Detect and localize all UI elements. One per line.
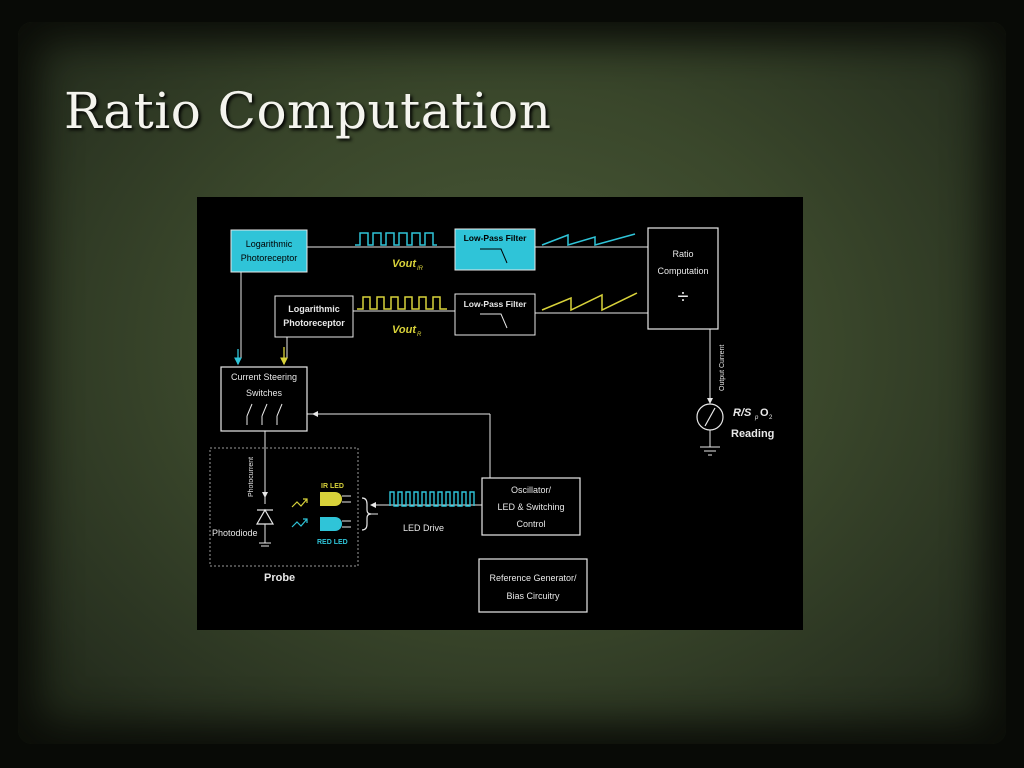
svg-text:Logarithmic: Logarithmic (288, 304, 340, 314)
svg-text:Computation: Computation (657, 266, 708, 276)
light-arrow-icon-red (291, 518, 308, 528)
probe-enclosure (209, 447, 359, 567)
pulse-train-r (357, 296, 447, 310)
vout-r-label: Vout R (392, 324, 422, 338)
svg-text:O: O (760, 407, 769, 419)
svg-text:LED & Switching: LED & Switching (497, 502, 564, 512)
divide-icon: ÷ (678, 286, 689, 308)
ir-led-label: IR LED (321, 483, 344, 490)
light-arrow-icon-ir (291, 498, 308, 508)
output-current-label: Output Current (719, 345, 726, 391)
svg-text:Photoreceptor: Photoreceptor (283, 318, 345, 328)
red-led-icon (320, 517, 351, 531)
filtered-wave-ir (541, 233, 636, 247)
brace-icon (361, 497, 372, 531)
svg-text:R: R (417, 332, 422, 338)
photocurrent-label: Photocurrent (248, 457, 255, 497)
lpf-r: Low-Pass Filter (454, 293, 536, 336)
reading-label: R/S p O 2 Reading (731, 407, 774, 440)
oscillator-block: Oscillator/ LED & Switching Control (481, 477, 581, 536)
led-drive-label: LED Drive (403, 523, 444, 533)
vout-ir-label: Vout IR (392, 258, 424, 272)
pulse-train-ir (355, 232, 437, 246)
svg-text:Bias Circuitry: Bias Circuitry (506, 591, 560, 601)
svg-text:2: 2 (769, 415, 773, 421)
log-photoreceptor-ir: Logarithmic Photoreceptor (230, 229, 308, 273)
log-photoreceptor-r: Logarithmic Photoreceptor (274, 295, 354, 338)
ir-led-icon (320, 492, 351, 506)
svg-text:Control: Control (516, 519, 545, 529)
svg-text:Vout: Vout (392, 324, 417, 336)
red-led-label: RED LED (317, 539, 348, 546)
block-diagram: Logarithmic Photoreceptor Vout IR Low-Pa… (197, 197, 803, 630)
switch-icons (246, 403, 283, 425)
reference-generator-block: Reference Generator/ Bias Circuitry (478, 558, 588, 613)
probe-label: Probe (264, 572, 295, 584)
current-steering-switches-block: Current Steering Switches (220, 366, 308, 432)
svg-text:Ratio: Ratio (672, 249, 693, 259)
svg-text:R/S: R/S (733, 407, 752, 419)
meter-icon (696, 403, 724, 431)
svg-text:p: p (754, 415, 759, 421)
svg-text:IR: IR (417, 266, 424, 272)
ratio-computation-block: Ratio Computation ÷ (647, 227, 719, 330)
svg-text:Logarithmic: Logarithmic (246, 239, 293, 249)
slide-title: Ratio Computation (64, 82, 552, 140)
svg-text:Switches: Switches (246, 388, 283, 398)
led-drive-pulse-train (389, 491, 475, 507)
photodiode-icon (255, 508, 275, 547)
svg-text:Current Steering: Current Steering (231, 372, 297, 382)
ground-icon-meter (700, 446, 720, 456)
svg-text:Vout: Vout (392, 258, 417, 270)
svg-text:Reading: Reading (731, 428, 774, 440)
filtered-wave-r (541, 292, 638, 312)
svg-text:Low-Pass Filter: Low-Pass Filter (464, 299, 528, 309)
photodiode-label: Photodiode (212, 528, 258, 538)
lpf-ir: Low-Pass Filter (454, 228, 536, 271)
svg-text:Photoreceptor: Photoreceptor (241, 253, 298, 263)
svg-text:Low-Pass Filter: Low-Pass Filter (464, 233, 528, 243)
svg-text:Oscillator/: Oscillator/ (511, 485, 552, 495)
svg-text:Reference Generator/: Reference Generator/ (489, 573, 577, 583)
